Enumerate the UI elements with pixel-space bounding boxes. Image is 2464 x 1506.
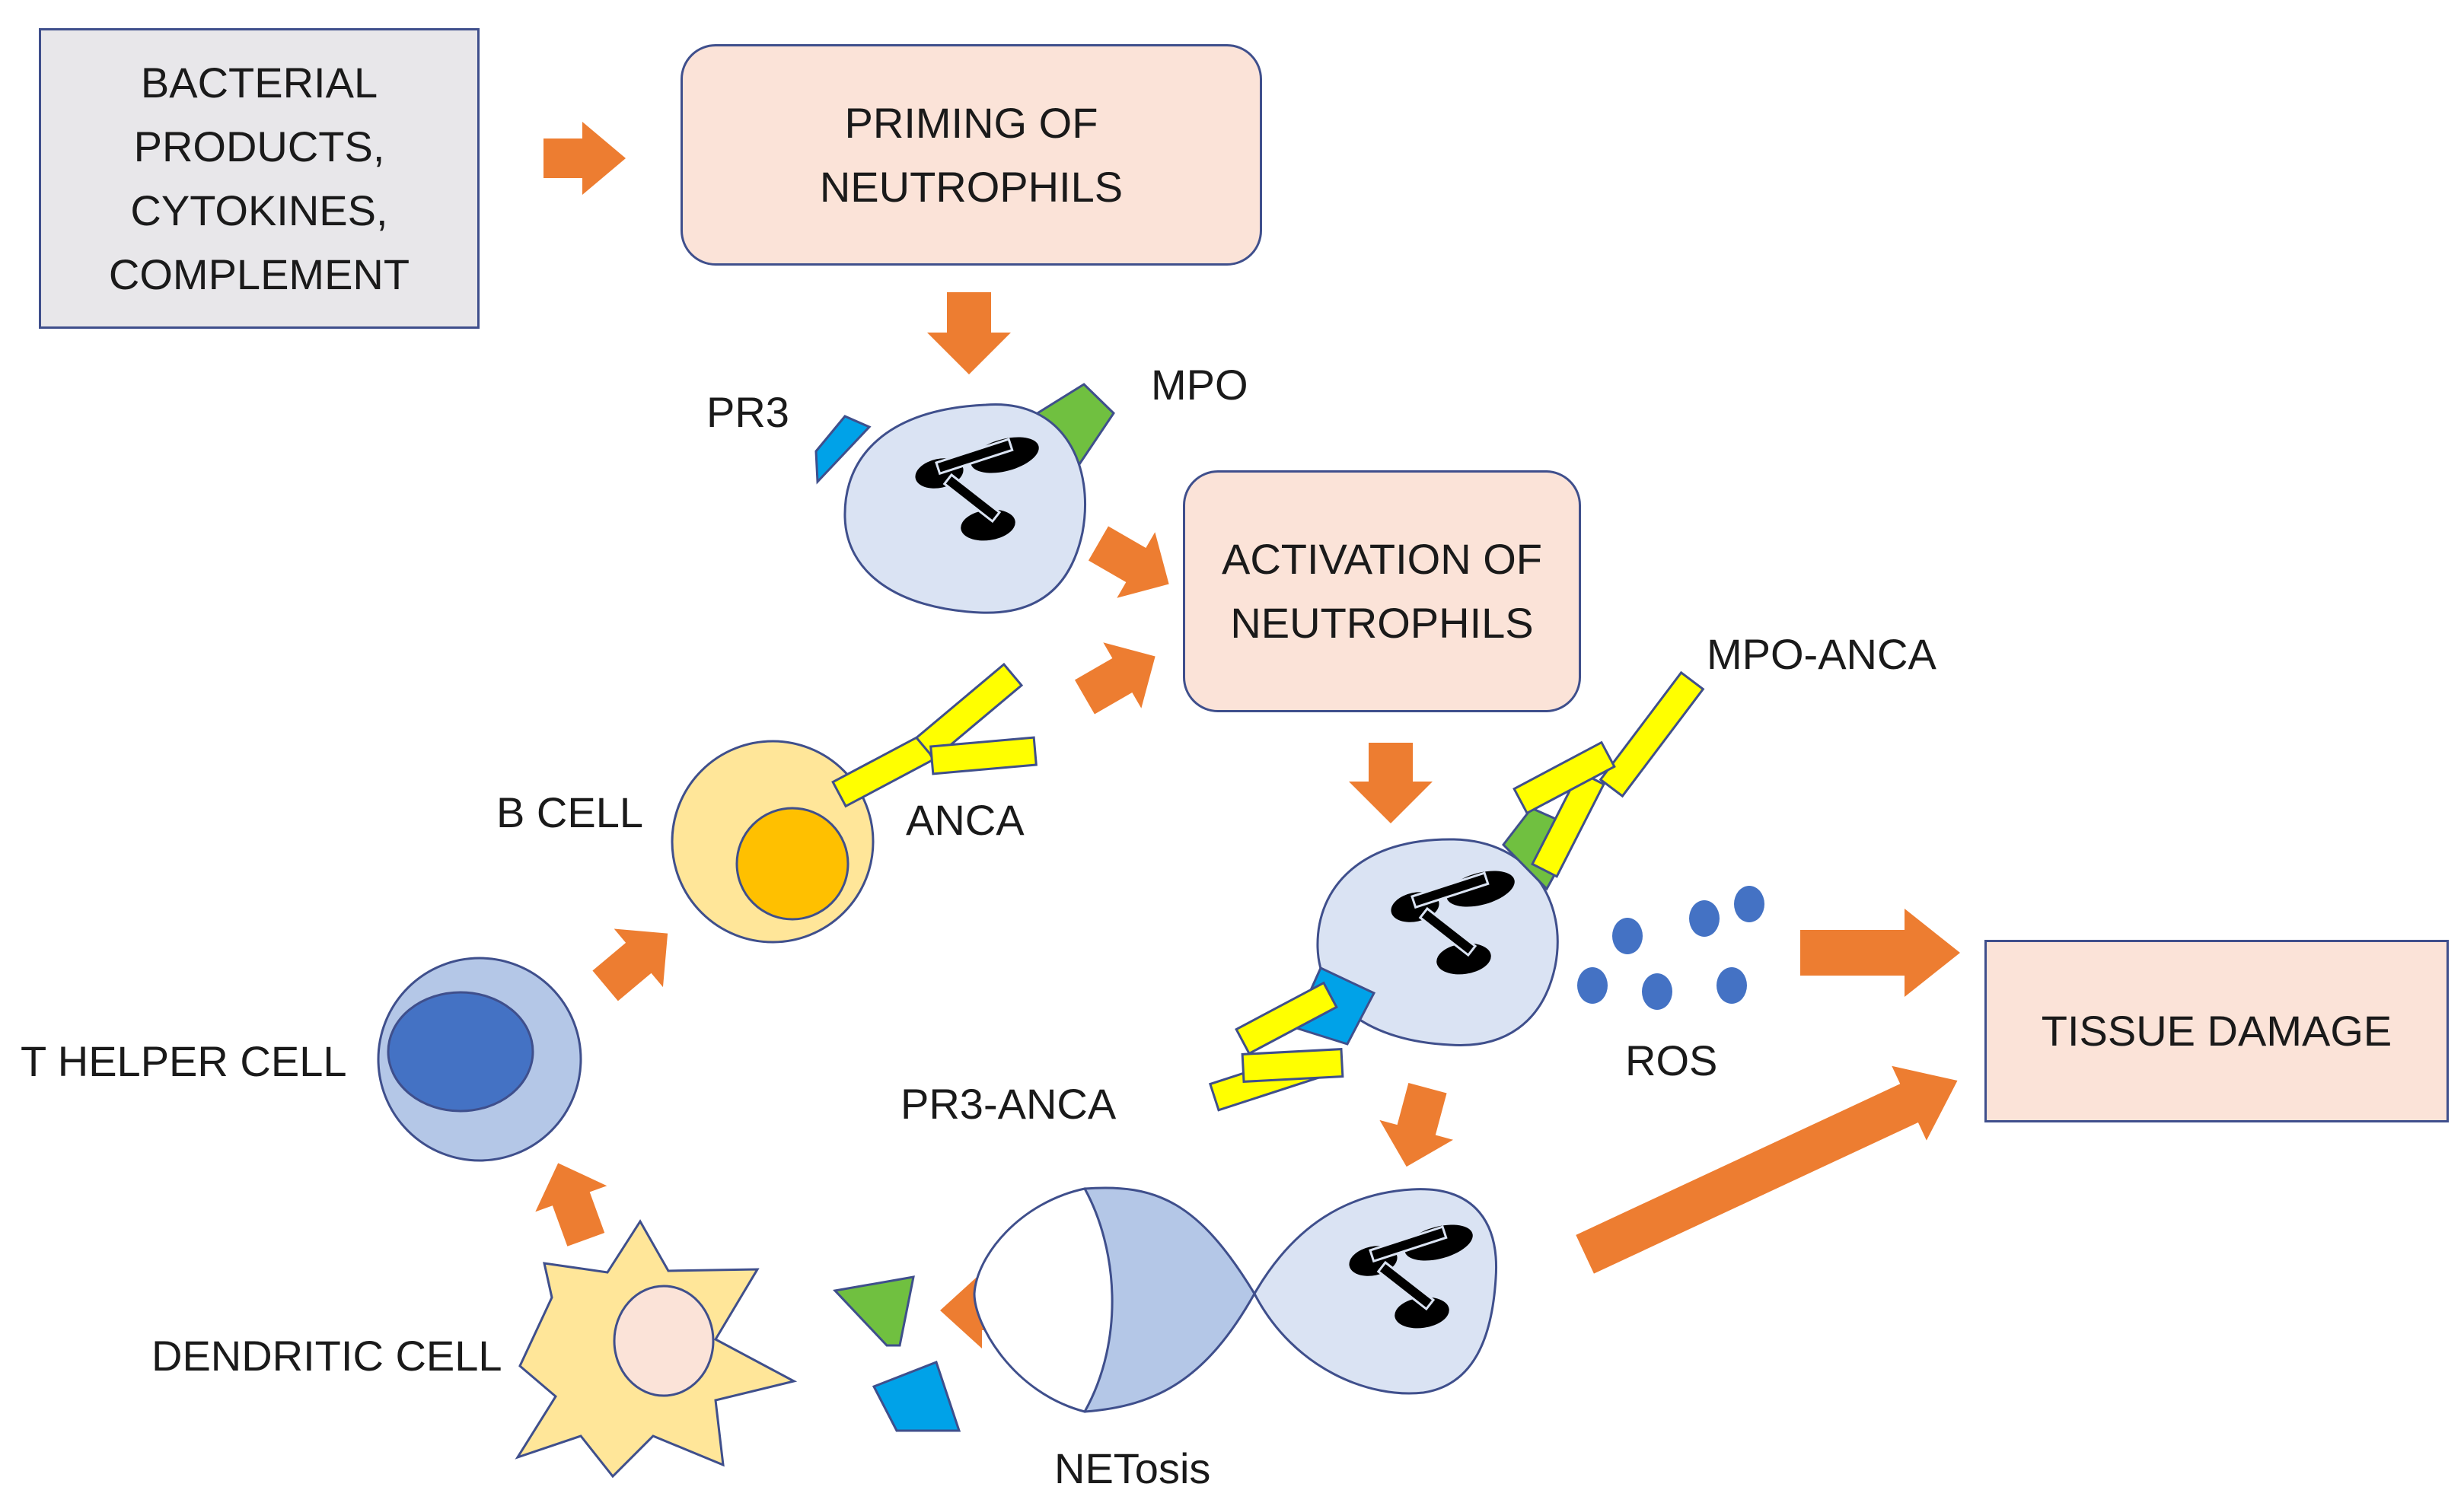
ros-dot-icon xyxy=(1612,918,1643,954)
label-anca: ANCA xyxy=(906,796,1025,844)
arrow-bacterial-to-priming xyxy=(543,122,626,195)
box-line: PRIMING OF xyxy=(844,98,1098,147)
b-cell-icon xyxy=(671,740,875,944)
arrow-to-netosis xyxy=(1379,1083,1454,1167)
arrow-anca-to-activation xyxy=(1074,642,1155,715)
ros-dots xyxy=(1577,886,1764,1010)
box-line: ACTIVATION OF xyxy=(1221,535,1543,583)
activation-box: ACTIVATION OF NEUTROPHILS xyxy=(1183,470,1581,712)
arrow-netosis-to-tissue xyxy=(1576,1065,1958,1274)
ros-dot-icon xyxy=(1577,967,1608,1004)
antibody-icon xyxy=(831,662,1038,808)
antibody-icon xyxy=(1513,670,1705,878)
box-line: BACTERIAL xyxy=(140,58,378,107)
arrow-dendritic-to-thelper xyxy=(535,1163,607,1247)
box-line: CYTOKINES, xyxy=(130,186,388,234)
net-web-icon xyxy=(973,1186,1256,1413)
box-line: NEUTROPHILS xyxy=(1230,599,1534,647)
neutrophil-cell-icon xyxy=(814,383,1115,614)
label-netosis: NETosis xyxy=(1054,1444,1211,1492)
ros-dot-icon xyxy=(1717,967,1747,1004)
pr3-antigen-icon xyxy=(872,1361,961,1432)
mpo-antigen-icon xyxy=(832,1275,915,1347)
box-line: COMPLEMENT xyxy=(108,250,410,298)
dendritic-cell-icon xyxy=(515,1219,798,1479)
arrow-ros-to-tissue xyxy=(1800,909,1960,997)
antibody-icon xyxy=(1208,981,1344,1112)
label-pr3-anca: PR3-ANCA xyxy=(900,1080,1117,1128)
priming-box: PRIMING OF NEUTROPHILS xyxy=(681,44,1262,266)
neutrophil-netosis-icon xyxy=(1253,1188,1498,1395)
label-mpo: MPO xyxy=(1151,361,1248,409)
ros-dot-icon xyxy=(1734,886,1764,922)
box-line: NEUTROPHILS xyxy=(819,162,1124,211)
label-t-helper: T HELPER CELL xyxy=(21,1037,347,1085)
arrow-neutrophil-to-activation xyxy=(1088,526,1169,598)
ros-dot-icon xyxy=(1689,900,1720,937)
label-pr3: PR3 xyxy=(706,388,789,436)
label-ros: ROS xyxy=(1625,1036,1718,1084)
box-line: PRODUCTS, xyxy=(133,122,385,170)
arrow-thelper-to-bcell xyxy=(592,928,668,1001)
ros-dot-icon xyxy=(1642,973,1672,1010)
t-helper-cell-icon xyxy=(377,957,582,1162)
label-mpo-anca: MPO-ANCA xyxy=(1707,630,1936,678)
neutrophil-activated-icon xyxy=(1208,670,1705,1112)
bacterial-products-box: BACTERIAL PRODUCTS, CYTOKINES, COMPLEMEN… xyxy=(39,28,480,329)
box-line: TISSUE DAMAGE xyxy=(2041,1007,2392,1055)
label-dendritic: DENDRITIC CELL xyxy=(151,1332,502,1380)
label-b-cell: B CELL xyxy=(496,788,643,836)
arrow-activation-down xyxy=(1349,743,1433,823)
arrow-priming-to-neutrophil xyxy=(927,292,1011,374)
tissue-damage-box: TISSUE DAMAGE xyxy=(1984,940,2449,1122)
